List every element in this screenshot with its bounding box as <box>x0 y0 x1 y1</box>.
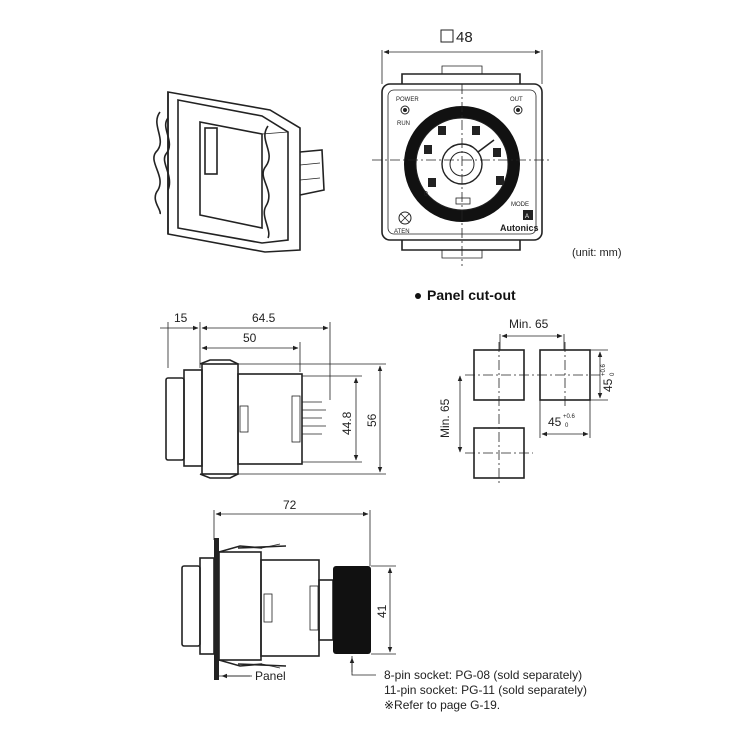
tol-zero-h: 0 <box>565 423 569 429</box>
note-11-pin: 11-pin socket: PG-11 (sold separately) <box>384 683 587 697</box>
note-refer: ※Refer to page G-19. <box>384 698 500 712</box>
socket-body <box>333 566 371 654</box>
out-label: OUT <box>510 97 523 103</box>
mode-label: MODE <box>511 202 529 208</box>
square-dim: 48 <box>456 29 473 46</box>
panel-cutout-title: Panel cut-out <box>427 287 516 303</box>
dim-15: 15 <box>174 311 188 325</box>
min-65-h: Min. 65 <box>509 317 549 331</box>
min-65-v: Min. 65 <box>438 398 452 438</box>
dim-41: 41 <box>375 604 389 618</box>
dim-72: 72 <box>283 498 297 512</box>
socket-view: 72 41 Panel <box>181 498 396 683</box>
dim-56: 56 <box>365 413 379 427</box>
side-view: 15 64.5 50 44.8 56 <box>160 311 386 479</box>
dim-64-5: 64.5 <box>252 311 276 325</box>
bracket-isometric-view <box>153 91 325 253</box>
panel-label: Panel <box>255 669 286 683</box>
note-8-pin: 8-pin socket: PG-08 (sold separately) <box>384 668 582 682</box>
panel-plate <box>214 538 219 680</box>
tol-plus-v: +0.6 <box>601 363 607 376</box>
panel-cutout: Panel cut-out Min. 65 Min. 65 45 +0.6 0 … <box>415 287 616 486</box>
run-label: RUN <box>397 121 410 127</box>
size-45-h: 45 <box>548 415 562 429</box>
power-label: POWER <box>396 97 419 103</box>
brand-label: Autonics <box>500 223 539 233</box>
mode-letter: A <box>525 214 529 220</box>
dim-50: 50 <box>243 331 257 345</box>
aten-label: ATEN <box>394 229 410 235</box>
size-45-v: 45 <box>601 378 615 392</box>
dim-44-8: 44.8 <box>340 411 354 435</box>
tol-zero-v: 0 <box>610 372 616 376</box>
unit-note: (unit: mm) <box>572 247 622 259</box>
tol-plus-h: +0.6 <box>563 414 576 420</box>
dial-zero-label: 0 <box>424 191 428 198</box>
front-view: 48 0 POWER RUN OUT MODE <box>372 29 552 266</box>
square-symbol <box>440 29 454 43</box>
